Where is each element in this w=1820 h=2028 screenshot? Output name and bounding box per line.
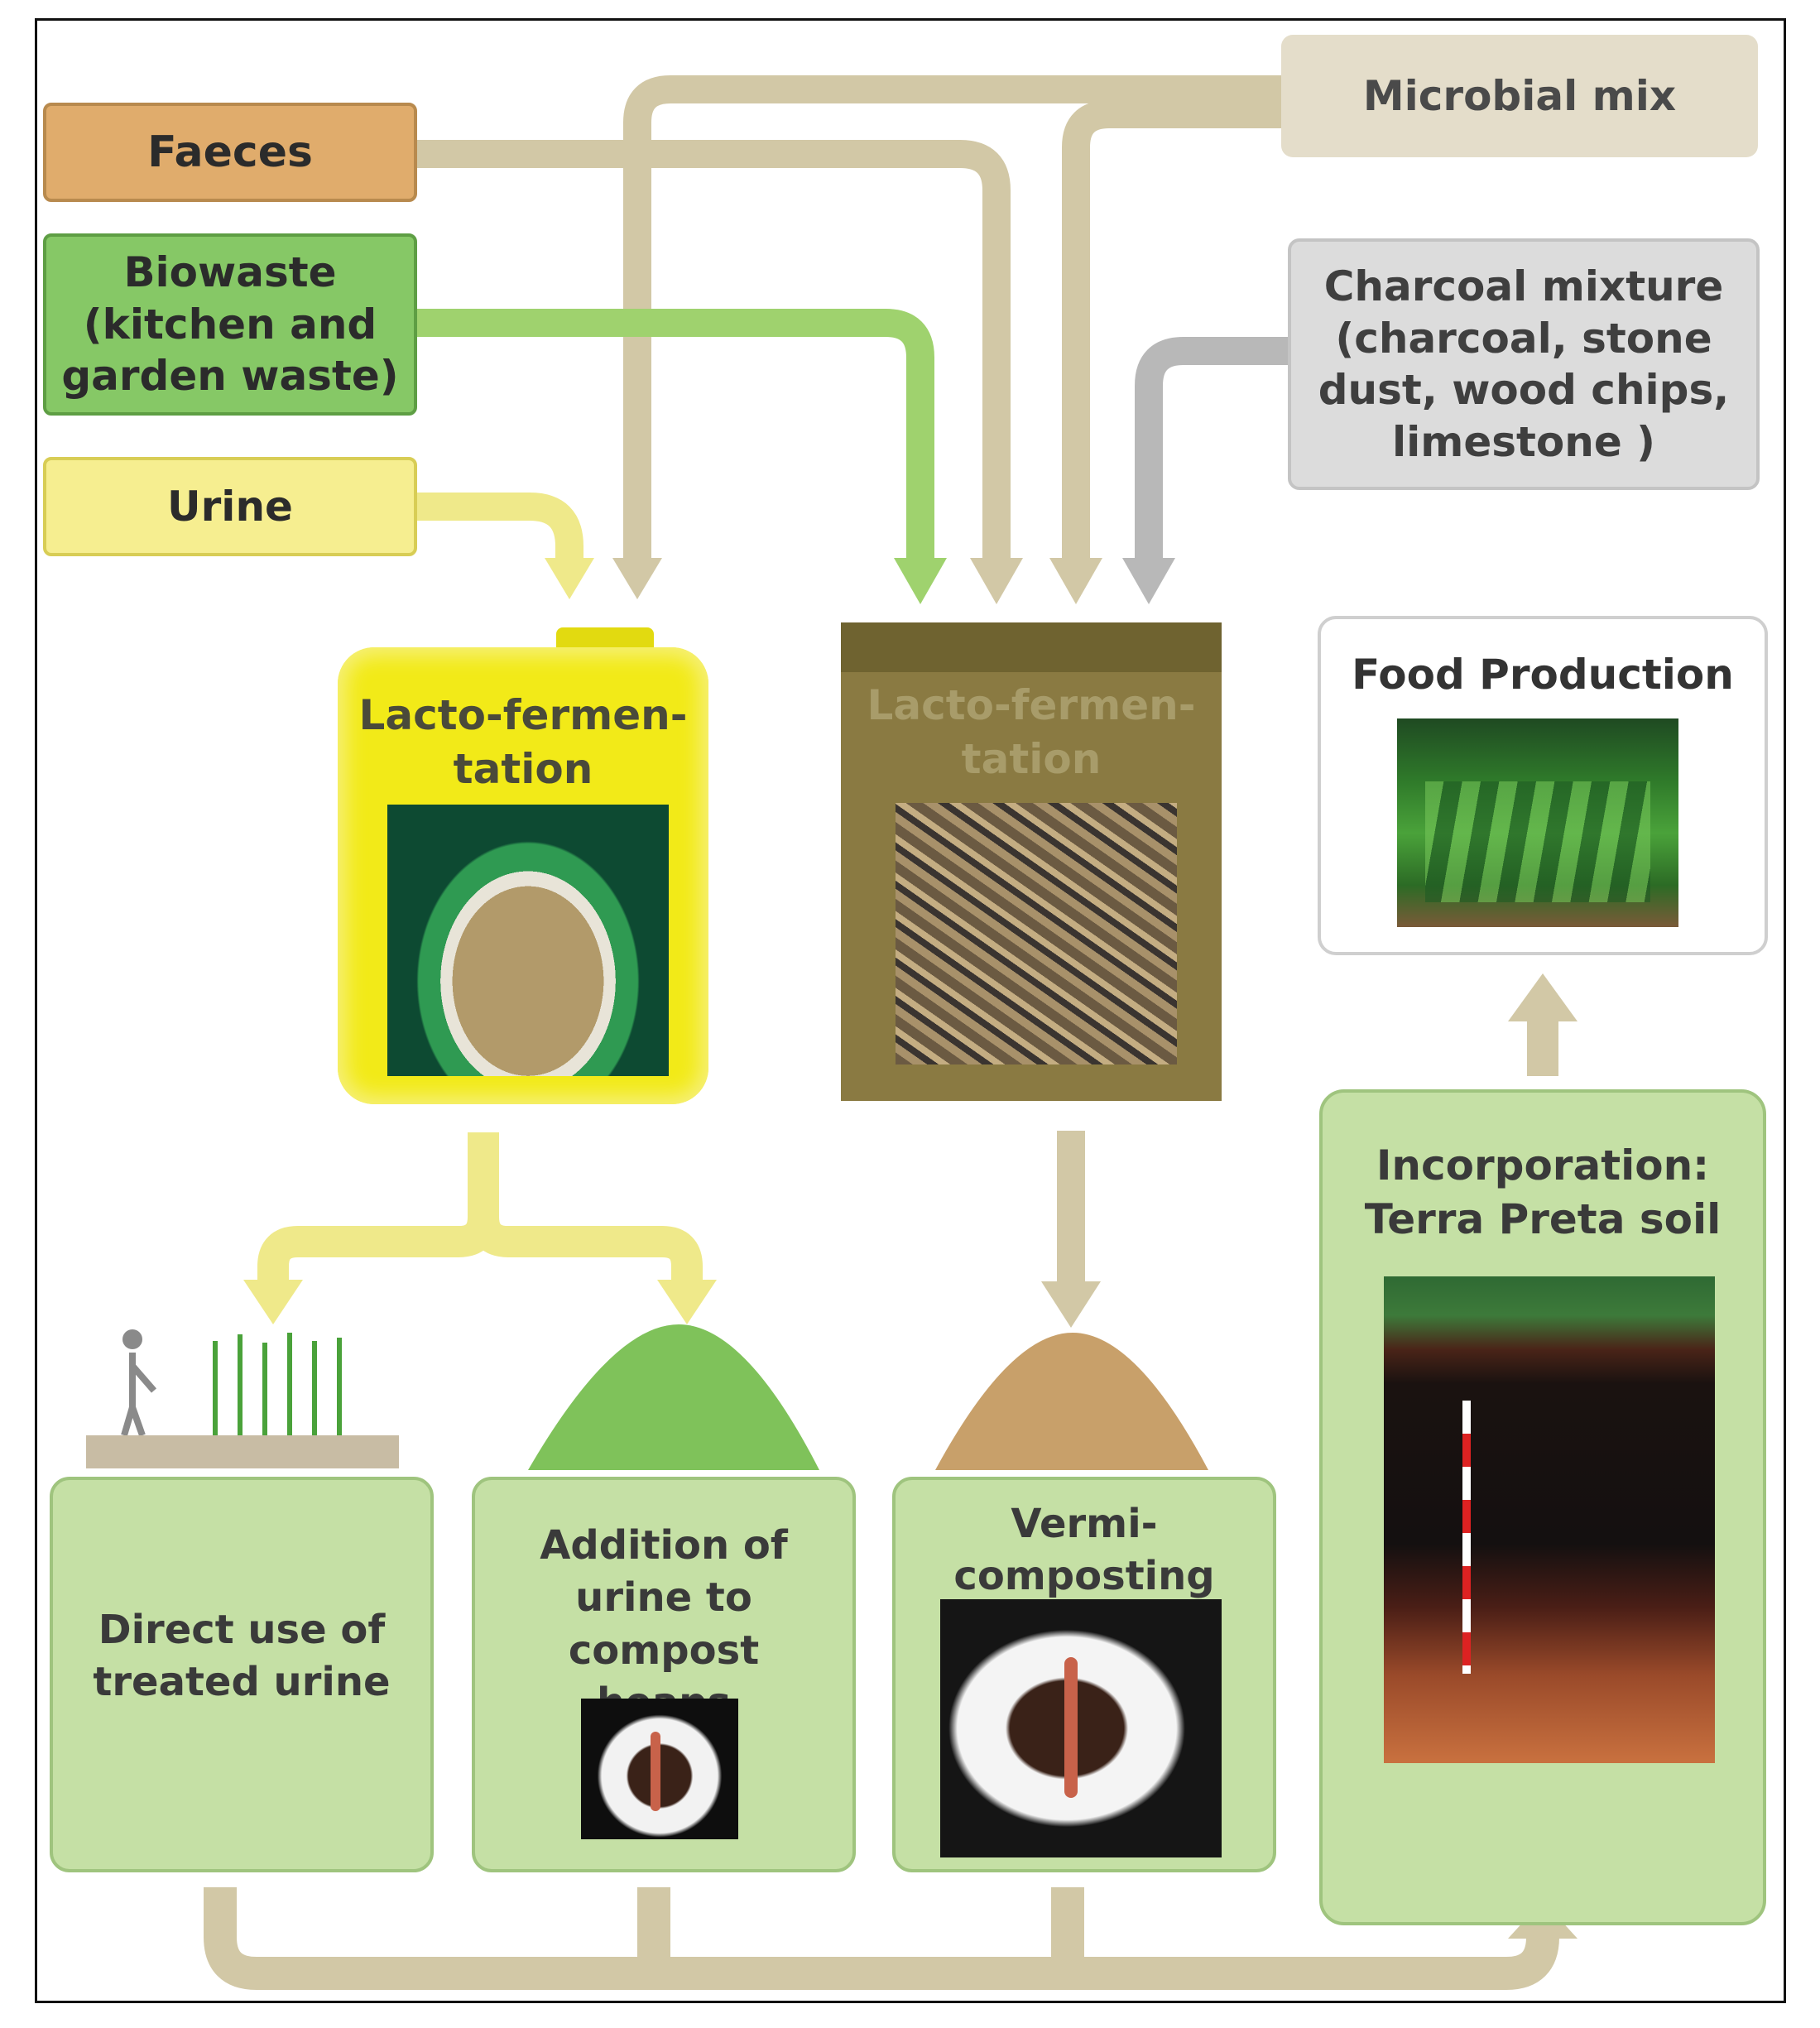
terra-preta-box: Incorporation: Terra Preta soil	[1319, 1089, 1766, 1925]
compost-heap-brown	[935, 1333, 1208, 1470]
urine-bucket-photo	[387, 805, 669, 1076]
compost-heap-green	[528, 1324, 819, 1470]
urine-tank-title: Lacto-fermen- tation	[338, 689, 708, 796]
biowaste-label-line3: garden waste)	[61, 352, 399, 401]
microbial-mix-label: Microbial mix	[1362, 71, 1677, 120]
urine-tank-title-line2: tation	[453, 745, 593, 793]
measuring-stick	[1462, 1401, 1471, 1674]
biowaste-label-line1: Biowaste	[123, 248, 337, 297]
arrowhead-food	[1508, 973, 1577, 1021]
charcoal-label-line2: (charcoal, stone	[1335, 314, 1712, 363]
direct-use-line2: treated urine	[93, 1659, 391, 1706]
charcoal-label-line3: dust, wood chips,	[1318, 366, 1730, 414]
compost-material-photo	[896, 803, 1177, 1064]
arrow-urine-to-tank	[417, 493, 583, 563]
vermicomposting-line2: composting	[953, 1553, 1215, 1600]
arrowhead-bio-tank-charcoal	[1122, 558, 1175, 604]
food-production-title: Food Production	[1352, 651, 1734, 699]
biowaste-tank-title: Lacto-fermen- tation	[841, 679, 1222, 786]
charcoal-mixture-box: Charcoal mixture (charcoal, stone dust, …	[1288, 238, 1760, 490]
charcoal-label-line1: Charcoal mixture	[1323, 262, 1724, 310]
arrow-microbial-to-urine-tank	[623, 75, 1281, 563]
vermicomposting-title: Vermi- composting	[896, 1498, 1273, 1603]
direct-use-title: Direct use of treated urine	[53, 1604, 430, 1709]
faeces-label: Faeces	[147, 127, 313, 177]
urine-label: Urine	[167, 482, 293, 531]
direct-use-line1: Direct use of	[98, 1607, 386, 1653]
charcoal-label-line4: limestone )	[1391, 417, 1656, 466]
arrowhead-bio-tank-microbial	[1049, 558, 1102, 604]
worm-small	[651, 1732, 660, 1811]
addition-line2: urine to compost	[568, 1574, 760, 1674]
addition-line1: Addition of	[540, 1522, 788, 1569]
arrow-faeces-to-biowaste-tank	[417, 140, 1011, 563]
biowaste-tank-title-line1: Lacto-fermen-	[867, 681, 1196, 729]
arrow-charcoal-to-tank	[1135, 337, 1288, 563]
garden-beds-photo	[1397, 718, 1678, 927]
arrowhead-bio-tank-faeces	[970, 558, 1023, 604]
arrow-microbial-to-biowaste-tank	[1062, 100, 1281, 563]
arrowhead-vermi	[1041, 1281, 1101, 1328]
arrow-biowaste-to-tank	[417, 309, 934, 563]
arrowhead-direct-use	[243, 1280, 303, 1324]
terra-preta-title-line2: Terra Preta soil	[1364, 1195, 1722, 1243]
worm-hand-photo-large	[940, 1599, 1222, 1857]
crop-plants-icon	[213, 1333, 342, 1435]
direct-use-box: Direct use of treated urine	[50, 1477, 434, 1872]
worm-large	[1064, 1657, 1078, 1798]
terra-preta-title: Incorporation: Terra Preta soil	[1323, 1139, 1763, 1247]
arrowhead-bio-tank-biowaste	[894, 558, 947, 604]
person-watering-icon	[121, 1329, 157, 1437]
soil-profile-photo	[1384, 1276, 1715, 1763]
vermicomposting-line1: Vermi-	[1011, 1501, 1158, 1547]
arrowhead-urine-tank-urine	[545, 558, 594, 599]
arrow-urine-tank-split	[257, 1132, 703, 1282]
ground-strip	[86, 1435, 399, 1468]
biowaste-tank-lid	[841, 622, 1222, 672]
biowaste-box: Biowaste (kitchen and garden waste)	[43, 233, 417, 416]
food-production-box: Food Production	[1318, 616, 1768, 955]
arrow-bottom-collector	[204, 1887, 1559, 1990]
arrowhead-urine-tank-microbial	[612, 558, 662, 599]
biowaste-label-line2: (kitchen and	[83, 300, 377, 348]
biowaste-tank-title-line2: tation	[961, 735, 1102, 783]
urine-tank-title-line1: Lacto-fermen-	[358, 691, 688, 739]
worm-hand-photo-small	[581, 1699, 738, 1839]
terra-preta-title-line1: Incorporation:	[1376, 1141, 1710, 1189]
microbial-mix-box: Microbial mix	[1281, 35, 1758, 157]
arrowhead-addition	[657, 1280, 717, 1324]
urine-box: Urine	[43, 457, 417, 556]
faeces-box: Faeces	[43, 103, 417, 202]
